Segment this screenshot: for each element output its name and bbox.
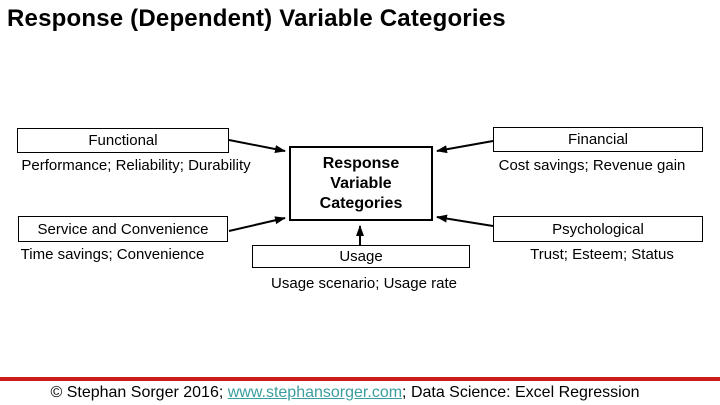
node-psychological-detail: Trust; Esteem; Status	[530, 246, 674, 263]
node-service-convenience-detail: Time savings; Convenience	[20, 246, 205, 263]
node-usage-detail: Usage scenario; Usage rate	[271, 275, 457, 292]
footer-website-link[interactable]: www.stephansorger.com	[227, 384, 403, 401]
arrow-functional-to-center	[228, 139, 286, 153]
node-service-convenience: Service and Convenience	[18, 216, 228, 242]
arrow-psychological-to-center	[436, 214, 494, 227]
node-usage: Usage	[252, 245, 470, 268]
page-title: Response (Dependent) Variable Categories	[7, 5, 506, 32]
arrow-service-to-center	[228, 216, 286, 232]
node-functional-detail: Performance; Reliability; Durability	[21, 157, 251, 174]
node-financial: Financial	[493, 127, 703, 152]
footer-course-label: ; Data Science: Excel Regression	[402, 384, 640, 401]
footer-copyright: © Stephan Sorger 2016;	[50, 384, 228, 401]
footer-accent-rule	[0, 377, 720, 381]
node-center: Response Variable Categories	[289, 146, 433, 221]
footer-credit: © Stephan Sorger 2016; www.stephansorger…	[0, 384, 690, 402]
arrow-financial-to-center	[436, 140, 494, 154]
node-functional: Functional	[17, 128, 229, 153]
node-financial-detail: Cost savings; Revenue gain	[498, 157, 686, 174]
node-psychological: Psychological	[493, 216, 703, 242]
